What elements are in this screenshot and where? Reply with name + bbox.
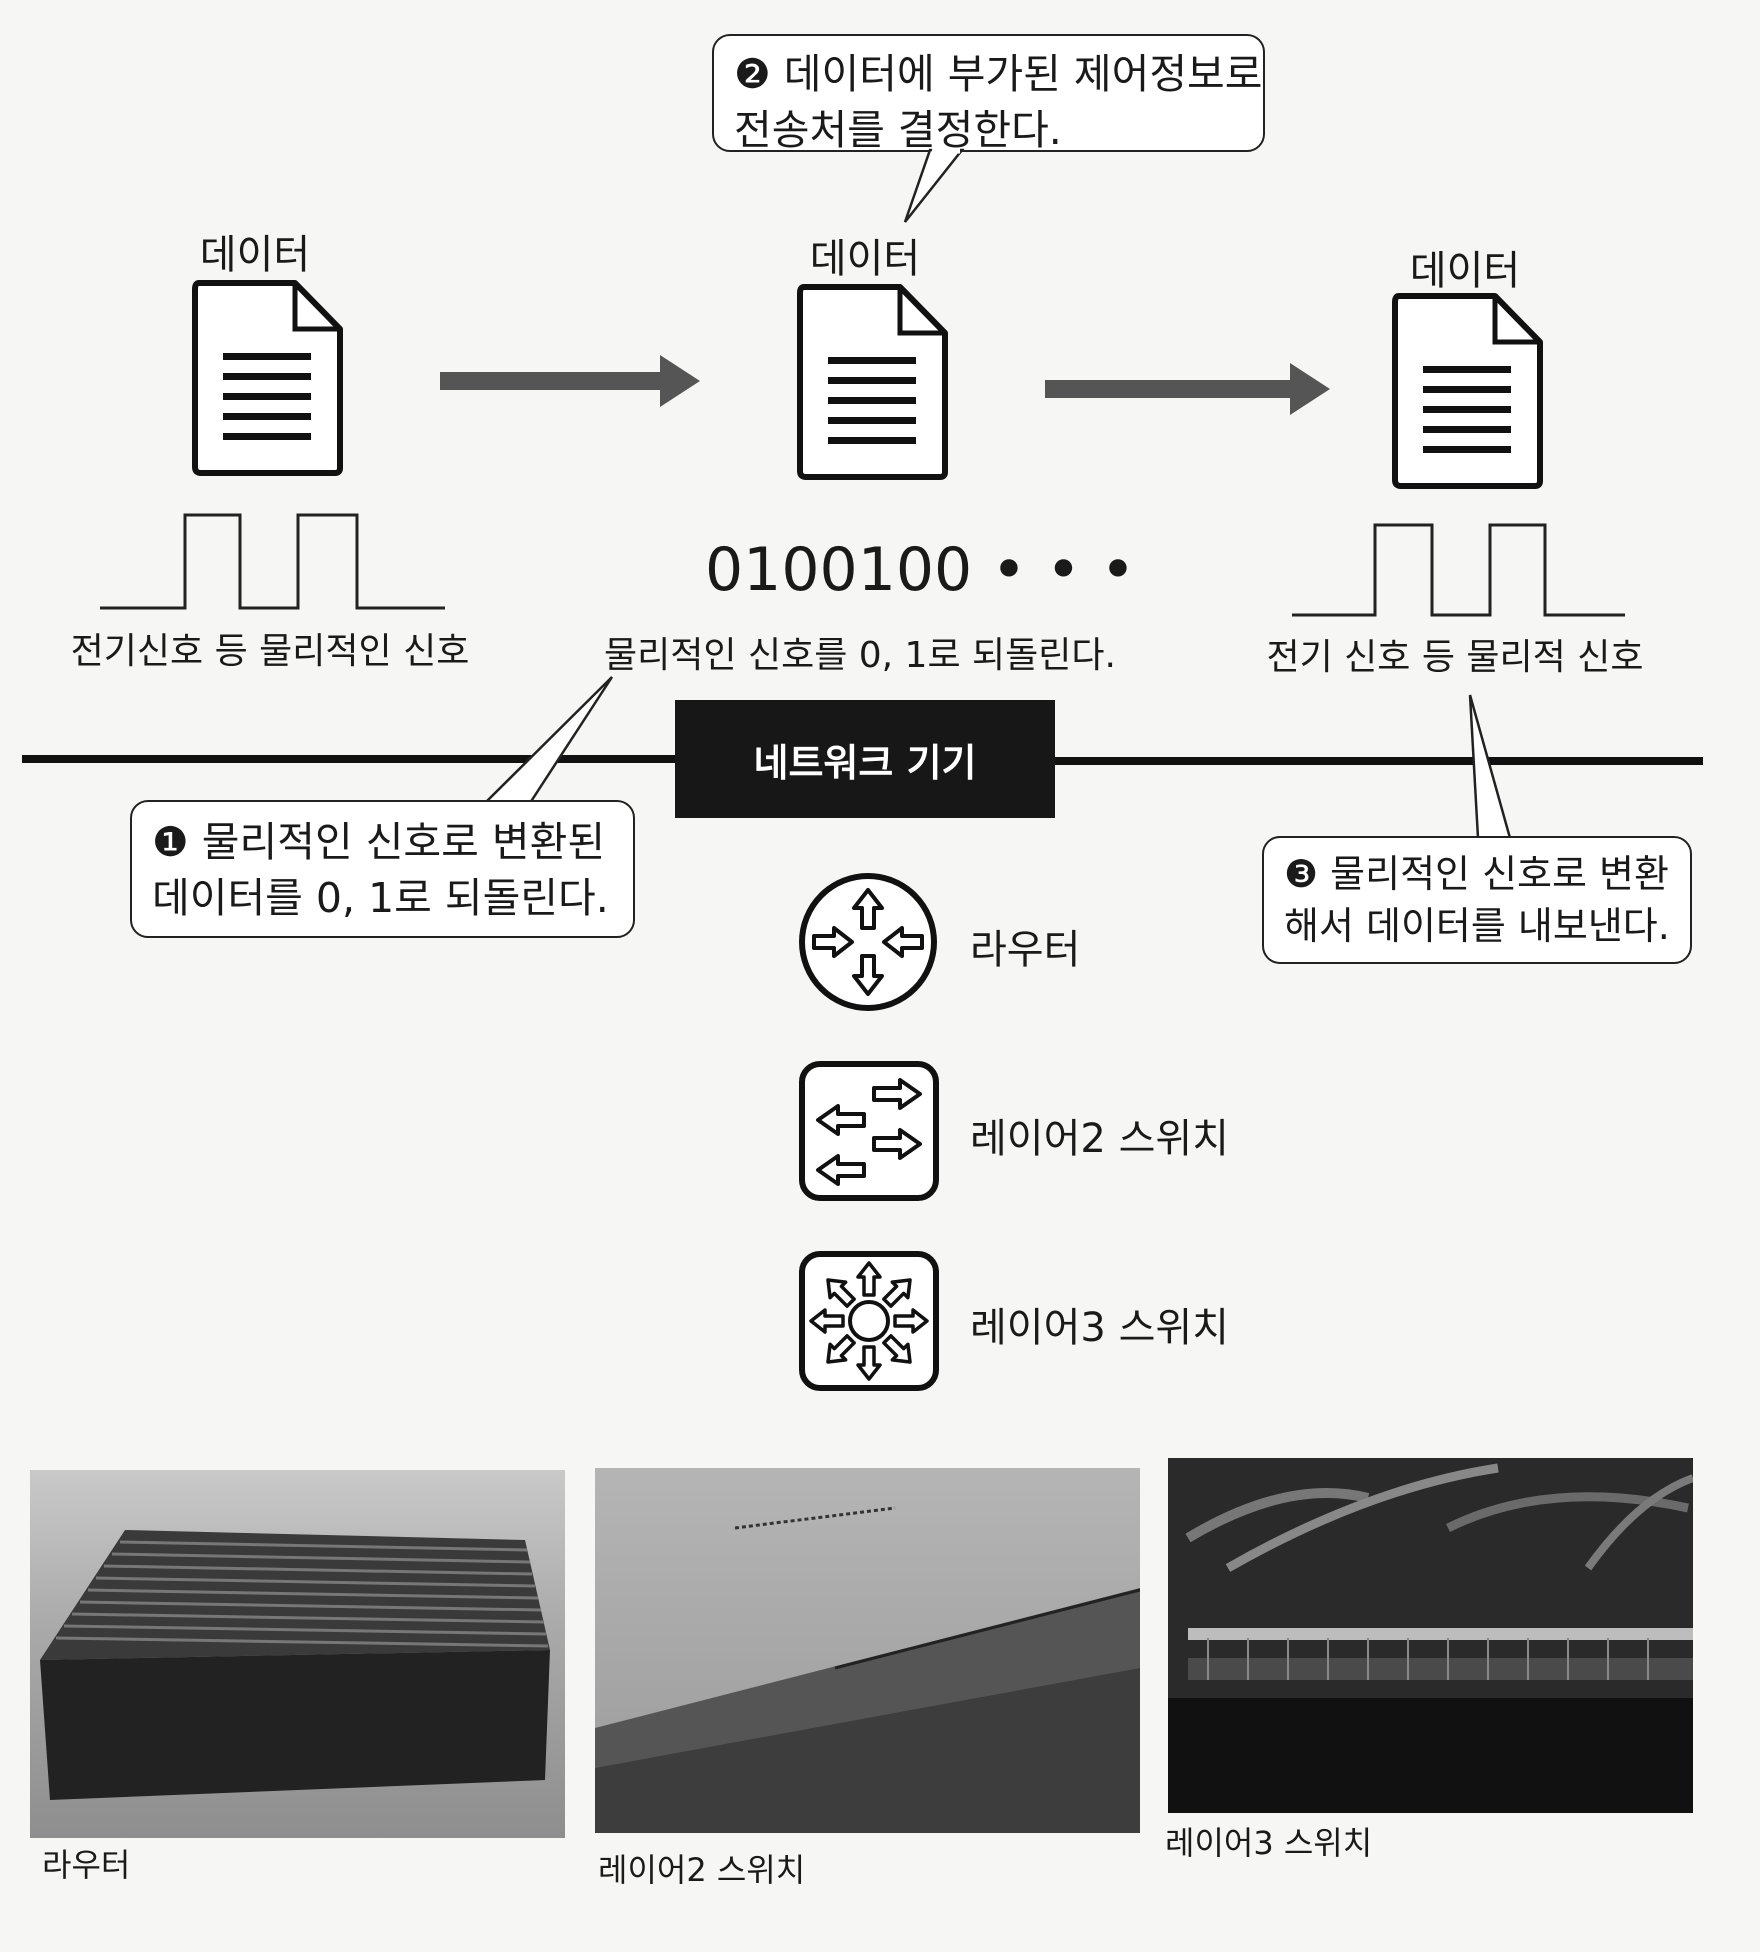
network-device-label: 네트워크 기기 [753, 740, 977, 785]
callout-3-pointer [1468, 694, 1512, 843]
callout-2-line-2: 전송처를 결정한다. [734, 106, 1062, 154]
document-icon-left [192, 280, 343, 476]
legend-l3-switch-label: 레이어3 스위치 [970, 1305, 1229, 1351]
binary-data-text: 0100100 • • • [705, 535, 1136, 605]
legend-router-label: 라우터 [970, 927, 1081, 973]
data-label-middle: 데이터 [809, 236, 921, 282]
callout-2-line-1: ❷ 데이터에 부가된 제어정보로 [734, 50, 1263, 98]
router-photo-caption: 라우터 [42, 1846, 131, 1884]
callout-1-line-2: 데이터를 0, 1로 되돌린다. [152, 874, 609, 922]
router-icon [799, 873, 937, 1011]
arrow-right-1 [440, 355, 700, 407]
callout-3: ❸ 물리적인 신호로 변환 해서 데이터를 내보낸다. [1262, 836, 1692, 964]
callout-3-line-2: 해서 데이터를 내보낸다. [1284, 904, 1670, 948]
pulse-signal-left [100, 513, 445, 610]
network-device-box: 네트워크 기기 [675, 700, 1055, 818]
data-label-left: 데이터 [199, 232, 311, 278]
signal-label-middle: 물리적인 신호를 0, 1로 되돌린다. [604, 635, 1116, 676]
layer2-switch-photo-caption: 레이어2 스위치 [598, 1851, 806, 1889]
callout-1-pointer [481, 676, 614, 808]
callout-1: ❶ 물리적인 신호로 변환된 데이터를 0, 1로 되돌린다. [130, 800, 635, 938]
callout-2-pointer [903, 148, 965, 223]
layer3-switch-photo-caption: 레이어3 스위치 [1165, 1824, 1373, 1862]
data-label-right: 데이터 [1409, 248, 1521, 294]
document-icon-right [1392, 293, 1543, 489]
layer2-switch-photo [595, 1468, 1140, 1833]
layer3-switch-icon [799, 1251, 939, 1391]
legend-l2-switch-label: 레이어2 스위치 [970, 1116, 1229, 1162]
layer3-switch-photo [1168, 1458, 1693, 1813]
pulse-signal-right [1292, 523, 1625, 617]
signal-label-right: 전기 신호 등 물리적 신호 [1266, 637, 1644, 678]
callout-3-line-1: ❸ 물리적인 신호로 변환 [1284, 852, 1669, 896]
signal-label-left: 전기신호 등 물리적인 신호 [70, 631, 470, 672]
callout-2: ❷ 데이터에 부가된 제어정보로 전송처를 결정한다. [712, 34, 1265, 154]
callout-1-line-1: ❶ 물리적인 신호로 변환된 [152, 818, 606, 866]
layer2-switch-icon [799, 1061, 939, 1201]
router-photo [30, 1470, 565, 1838]
document-icon-middle [797, 284, 948, 480]
arrow-right-2 [1045, 363, 1330, 415]
